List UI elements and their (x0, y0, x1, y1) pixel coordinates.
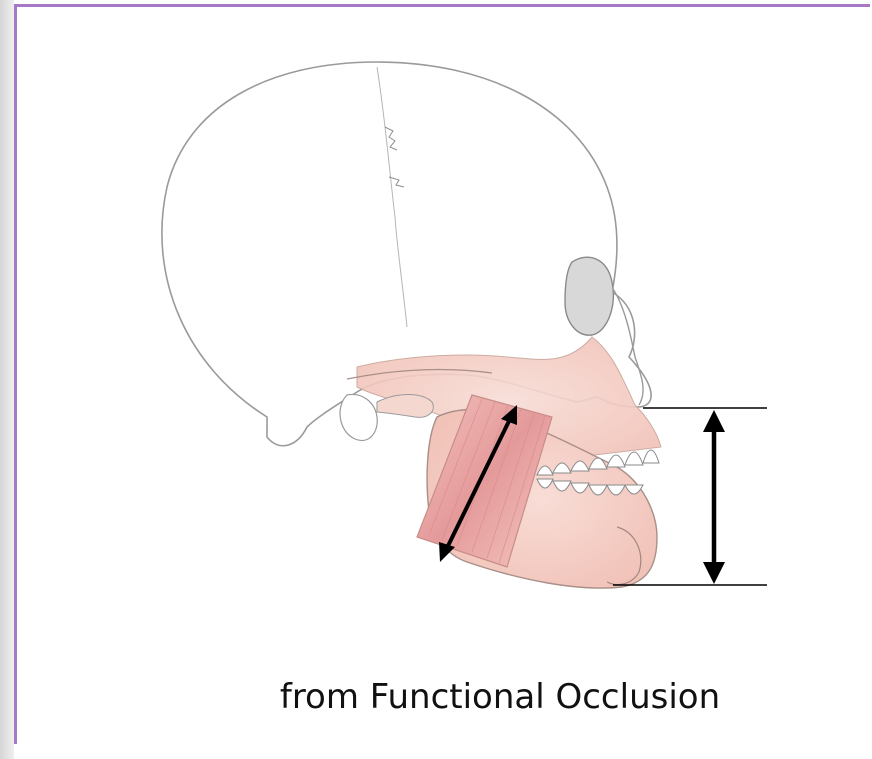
slide-frame: from Functional Occlusion (14, 4, 870, 744)
skull-icon (162, 62, 661, 588)
caption: from Functional Occlusion (17, 677, 870, 717)
left-shade (0, 0, 14, 759)
skull-illustration (17, 7, 870, 667)
